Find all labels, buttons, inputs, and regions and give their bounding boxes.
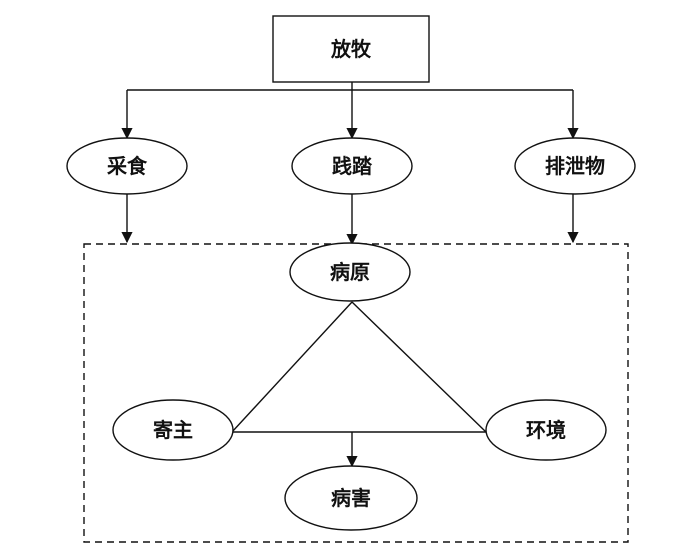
node-excreta-label: 排泄物 [545, 154, 605, 178]
node-environment-label: 环境 [526, 418, 566, 442]
node-grazing-label: 放牧 [330, 37, 372, 61]
node-feeding: 采食 [66, 137, 188, 195]
node-host: 寄主 [112, 399, 234, 461]
node-disease: 病害 [284, 465, 418, 531]
node-pathogen-label: 病原 [330, 260, 370, 284]
node-environment: 环境 [485, 399, 607, 461]
triangle-edge-pathogen-host [231, 301, 353, 433]
node-feeding-label: 采食 [107, 154, 148, 178]
node-trampling-label: 践踏 [332, 154, 373, 178]
node-disease-label: 病害 [331, 486, 371, 510]
node-host-label: 寄主 [153, 418, 193, 442]
node-excreta: 排泄物 [514, 137, 636, 195]
triangle-edge-pathogen-environment [351, 301, 487, 433]
node-trampling: 践踏 [291, 137, 413, 195]
node-grazing: 放牧 [272, 15, 430, 83]
node-pathogen: 病原 [289, 242, 411, 302]
